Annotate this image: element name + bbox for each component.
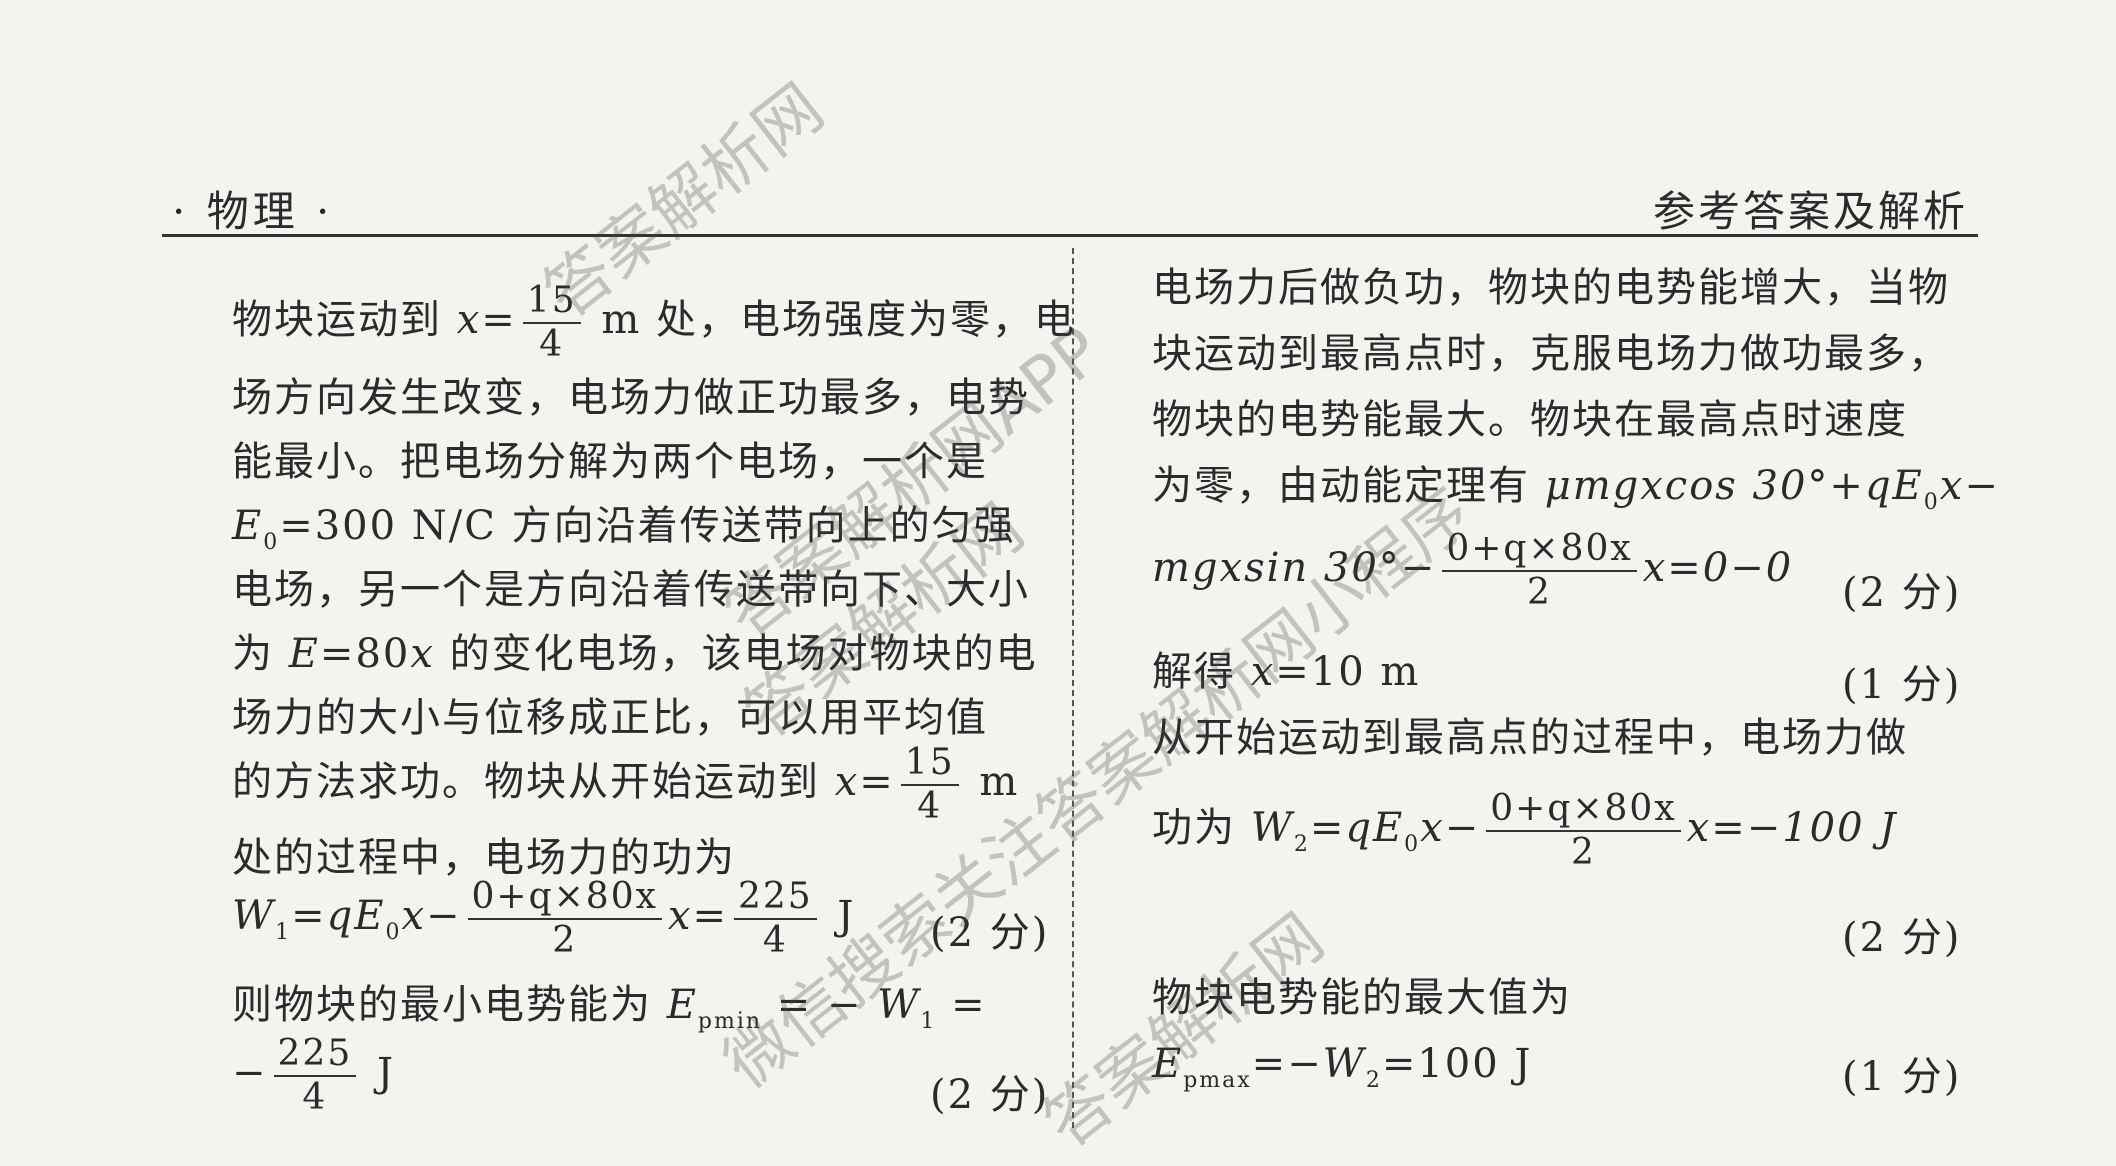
score-marker: (2 分) <box>930 1072 1050 1118</box>
right-line-6: 解得 x=10 m <box>1152 649 1421 695</box>
left-line-4: E0=300 N/C 方向沿着传送带向上的匀强 <box>232 503 1016 555</box>
score-marker: (1 分) <box>1842 1054 1962 1100</box>
section-title: 参考答案及解析 <box>1652 187 1968 236</box>
right-line-7: 从开始运动到最高点的过程中，电场力做 <box>1152 715 1908 761</box>
score-marker: (1 分) <box>1842 662 1962 708</box>
header-rule <box>162 234 1978 237</box>
left-line-6: 为 E=80x 的变化电场，该电场对物块的电 <box>232 631 1038 677</box>
left-line-2: 场方向发生改变，电场力做正功最多，电势 <box>232 375 1030 421</box>
score-marker: (2 分) <box>1842 570 1962 616</box>
right-line-1: 电场力后做负功，物块的电势能增大，当物 <box>1152 265 1950 311</box>
left-line-5: 电场，另一个是方向沿着传送带向下、大小 <box>232 567 1030 613</box>
right-line-10: 物块电势能的最大值为 <box>1152 975 1572 1021</box>
subject-label: · 物理 · <box>172 187 334 236</box>
left-line-7: 场力的大小与位移成正比，可以用平均值 <box>232 695 988 741</box>
score-marker: (2 分) <box>1842 915 1962 961</box>
right-line-3: 物块的电势能最大。物块在最高点时速度 <box>1152 397 1908 443</box>
column-divider <box>1072 248 1074 1128</box>
right-line-2: 块运动到最高点时，克服电场力做功最多， <box>1152 331 1950 377</box>
left-line-9: 处的过程中，电场力的功为 <box>232 835 736 881</box>
watermark: 答案解析网 <box>1030 899 1338 1163</box>
score-marker: (2 分) <box>930 910 1050 956</box>
right-line-4: 为零，由动能定理有 μmgxcos 30°+qE0x− <box>1152 463 2000 515</box>
left-line-3: 能最小。把电场分解为两个电场，一个是 <box>232 439 988 485</box>
left-line-11: 则物块的最小电势能为 Epmin = − W1 = <box>232 982 987 1034</box>
right-equation-epmax: Epmax=−W2=100 J <box>1152 1041 1533 1093</box>
